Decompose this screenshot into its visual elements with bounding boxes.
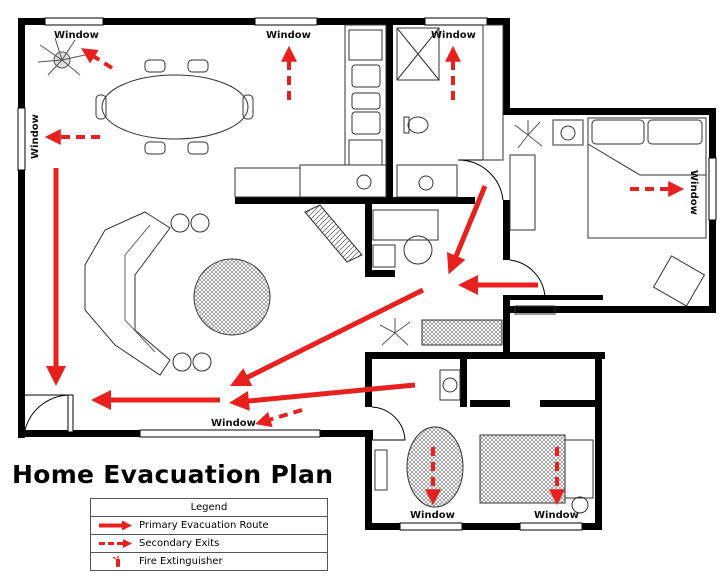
window-label: Window [431, 30, 476, 41]
window-label: Window [30, 114, 41, 159]
legend-label: Primary Evacuation Route [139, 520, 269, 531]
secondary-routes [44, 45, 685, 506]
secondary-exit-arrow [80, 48, 114, 70]
plant-icon [37, 37, 86, 76]
primary-route-arrow [229, 287, 425, 387]
window-label: Window [410, 510, 455, 521]
plan-title: Home Evacuation Plan [12, 460, 334, 489]
window-label: Window [266, 30, 311, 41]
legend-label: Secondary Exits [139, 538, 220, 549]
primary-route-arrow [229, 382, 416, 411]
legend-item-primary: Primary Evacuation Route [91, 517, 327, 535]
dining-table [101, 74, 249, 140]
legend-header: Legend [91, 499, 327, 517]
bench [304, 204, 363, 263]
window-label: Window [534, 510, 579, 521]
primary-routes [46, 168, 538, 411]
dashed-arrow-icon [99, 539, 132, 548]
sectional-sofa [84, 211, 171, 376]
round-rug [193, 258, 271, 336]
window-frames [17, 17, 717, 531]
secondary-exit-arrow [255, 408, 303, 428]
window-label: Window [211, 418, 256, 429]
window-label: Window [688, 170, 699, 215]
stove [234, 167, 301, 198]
legend-label: Fire Extinguisher [139, 556, 223, 567]
dining-chairs [95, 59, 254, 155]
toilet [407, 116, 429, 134]
window-label: Window [54, 30, 99, 41]
plant-icon [514, 120, 543, 149]
fire-extinguisher-icon [112, 556, 120, 567]
bed-bedroom1 [587, 117, 707, 239]
plant-icon [379, 318, 411, 346]
primary-route-arrow [446, 185, 488, 275]
legend-item-extinguisher: Fire Extinguisher [91, 553, 327, 570]
window-labels: Window Window Window Window Window Windo… [30, 30, 699, 521]
solid-arrow-icon [99, 520, 132, 531]
legend-item-secondary: Secondary Exits [91, 535, 327, 553]
legend: Legend Primary Evacuation Route Secondar… [90, 498, 328, 571]
bed-bedroom2 [479, 434, 566, 504]
